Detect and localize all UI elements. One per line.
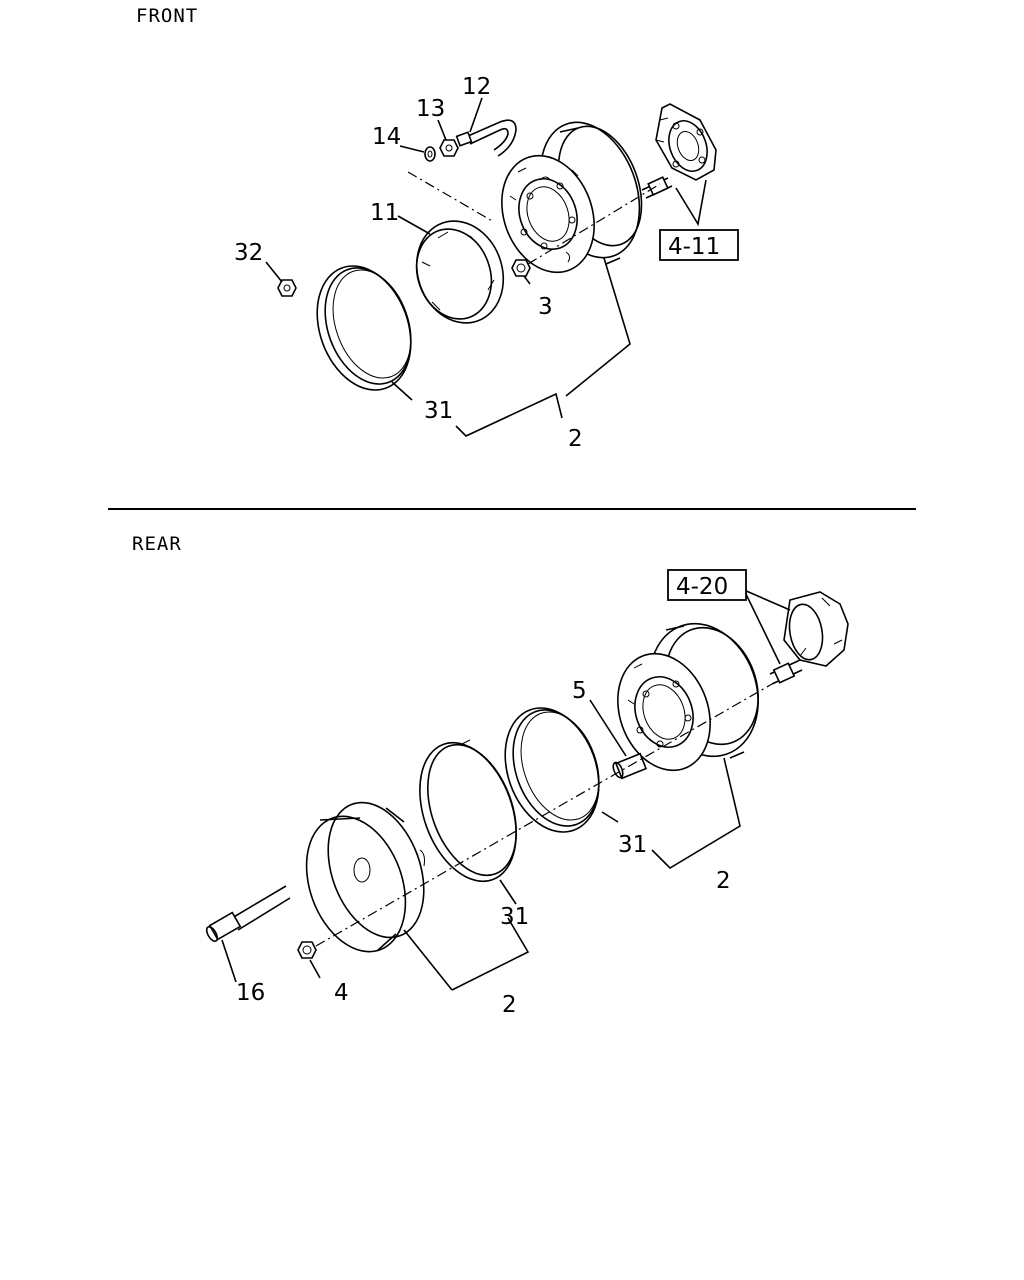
callout-front-11: 11 [370, 200, 399, 226]
callout-front-32: 32 [234, 240, 263, 266]
front-reference-box[interactable]: 4-11 [659, 229, 739, 261]
front-valve-nut [439, 139, 459, 157]
rear-axis-line [315, 683, 773, 947]
rear-reference-box[interactable]: 4-20 [667, 569, 747, 601]
front-wheel-disc [501, 121, 643, 274]
callout-front-2: 2 [568, 426, 583, 452]
callout-front-3: 3 [538, 294, 553, 320]
front-hub-drawing [655, 103, 717, 181]
callout-rear-31-inner: 31 [500, 904, 529, 930]
rear-lock-ring-outer [504, 707, 600, 833]
callout-rear-4: 4 [334, 980, 349, 1006]
rear-hub-drawing [769, 591, 849, 685]
rear-inner-nut [612, 752, 648, 780]
front-wheel-nut [511, 259, 531, 277]
front-leader-lines [265, 97, 707, 437]
rear-section-title: REAR [132, 533, 182, 555]
front-valve-axis [407, 171, 495, 223]
front-section-title: FRONT [136, 5, 198, 27]
rear-wheel-nut [297, 941, 317, 959]
front-lock-ring [316, 265, 412, 391]
rear-outer-wheel-disc [617, 622, 759, 772]
callout-rear-16: 16 [236, 980, 265, 1006]
rear-long-stud [205, 885, 291, 943]
callout-rear-5: 5 [572, 678, 587, 704]
rear-leader-lines [221, 589, 791, 991]
callout-front-31: 31 [424, 398, 453, 424]
rear-inner-wheel [305, 801, 425, 953]
callout-rear-2-outer: 2 [716, 868, 731, 894]
callout-front-14: 14 [372, 124, 401, 150]
callout-rear-2-inner: 2 [502, 992, 517, 1018]
front-side-ring [415, 220, 505, 324]
front-axis-line [527, 183, 661, 265]
callout-front-13: 13 [416, 96, 445, 122]
callout-front-12: 12 [462, 74, 491, 100]
front-cap-nut [277, 279, 297, 297]
front-valve-extension [455, 119, 517, 157]
front-reference-label: 4-11 [668, 234, 720, 260]
rear-reference-label: 4-20 [676, 574, 728, 600]
rear-lock-ring-inner [419, 739, 518, 883]
front-hub-stud [641, 176, 673, 199]
callout-rear-31-outer: 31 [618, 832, 647, 858]
front-washer [424, 146, 436, 162]
